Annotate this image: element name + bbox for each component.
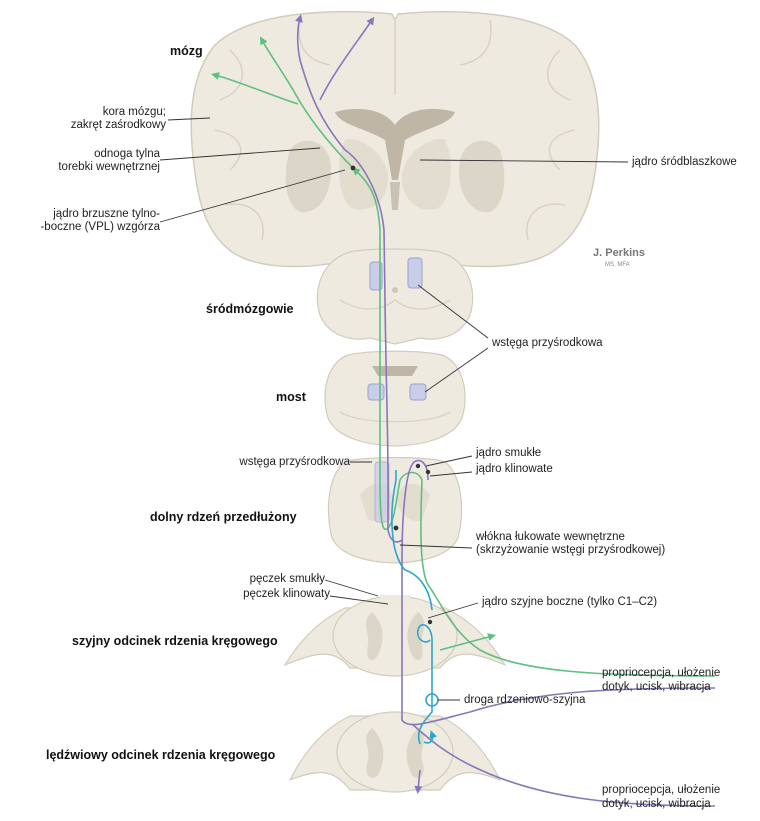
label-touch-upper: dotyk, ucisk, wibracja — [602, 681, 711, 693]
label-capsule-line2: torebki wewnętrznej — [58, 161, 160, 173]
label-arcuate-line2: (skrzyżowanie wstęgi przyśrodkowej) — [476, 544, 666, 556]
pathway-synapses — [350, 165, 433, 625]
label-lateral-cervical-nucleus: jądro szyjne boczne (tylko C1–C2) — [482, 596, 658, 608]
heading-lumbar: lędźwiowy odcinek rdzenia kręgowego — [46, 748, 276, 762]
purple-touch-pathway — [295, 14, 716, 807]
label-proprioception-upper: propriocepcja, ułożenie — [602, 667, 721, 679]
label-vpl-line2: -boczne (VPL) wzgórza — [40, 221, 160, 233]
label-vpl-line1: jądro brzuszne tylno- — [53, 208, 160, 220]
artist-credentials: MS, MFA — [605, 262, 630, 268]
label-internal-arcuate-fibers: włókna łukowate wewnętrzne (skrzyżowanie… — [476, 531, 665, 557]
brain-coronal-section — [190, 10, 600, 271]
pons-section — [324, 350, 466, 447]
label-internal-capsule: odnoga tylna torebki wewnętrznej — [58, 148, 160, 174]
label-intralaminar-nucleus: jądro śródblaszkowe — [632, 156, 737, 168]
label-arcuate-line1: włókna łukowate wewnętrzne — [476, 531, 625, 543]
label-fasciculus-gracilis: pęczek smukły — [249, 573, 325, 585]
blue-spinocervical-pathway — [391, 470, 439, 745]
label-vpl-nucleus: jądro brzuszne tylno- -boczne (VPL) wzgó… — [40, 208, 160, 234]
label-touch-lower: dotyk, ucisk, wibracja — [602, 798, 711, 810]
heading-midbrain: śródmózgowie — [206, 302, 294, 316]
midbrain-section — [316, 248, 474, 345]
heading-medulla: dolny rdzeń przedłużony — [150, 510, 297, 524]
label-fasciculus-cuneatus: pęczek klinowaty — [243, 588, 330, 600]
heading-brain: mózg — [170, 44, 203, 58]
heading-cervical: szyjny odcinek rdzenia kręgowego — [72, 634, 278, 648]
label-gracile-nucleus: jądro smukłe — [476, 447, 542, 459]
label-medial-lemniscus-left: wstęga przyśrodkowa — [239, 456, 350, 468]
label-cortex-line2: zakręt zaśrodkowy — [70, 119, 166, 131]
lumbar-spinal-cord-section — [288, 711, 502, 793]
label-proprioception-lower: propriocepcja, ułożenie — [602, 784, 721, 796]
label-medial-lemniscus-right: wstęga przyśrodkowa — [492, 337, 603, 349]
label-cuneate-nucleus: jądro klinowate — [476, 463, 553, 475]
heading-pons: most — [276, 390, 306, 404]
label-cortex: kora mózgu; zakręt zaśrodkowy — [71, 106, 166, 132]
cervical-spinal-cord-section — [283, 595, 507, 677]
label-spinocervical-tract: droga rdzeniowo-szyjna — [464, 694, 586, 706]
label-cortex-line1: kora mózgu; — [102, 106, 166, 118]
label-leader-lines — [159, 117, 629, 701]
label-capsule-line1: odnoga tylna — [94, 148, 160, 160]
artist-signature: J. Perkins — [593, 247, 645, 259]
